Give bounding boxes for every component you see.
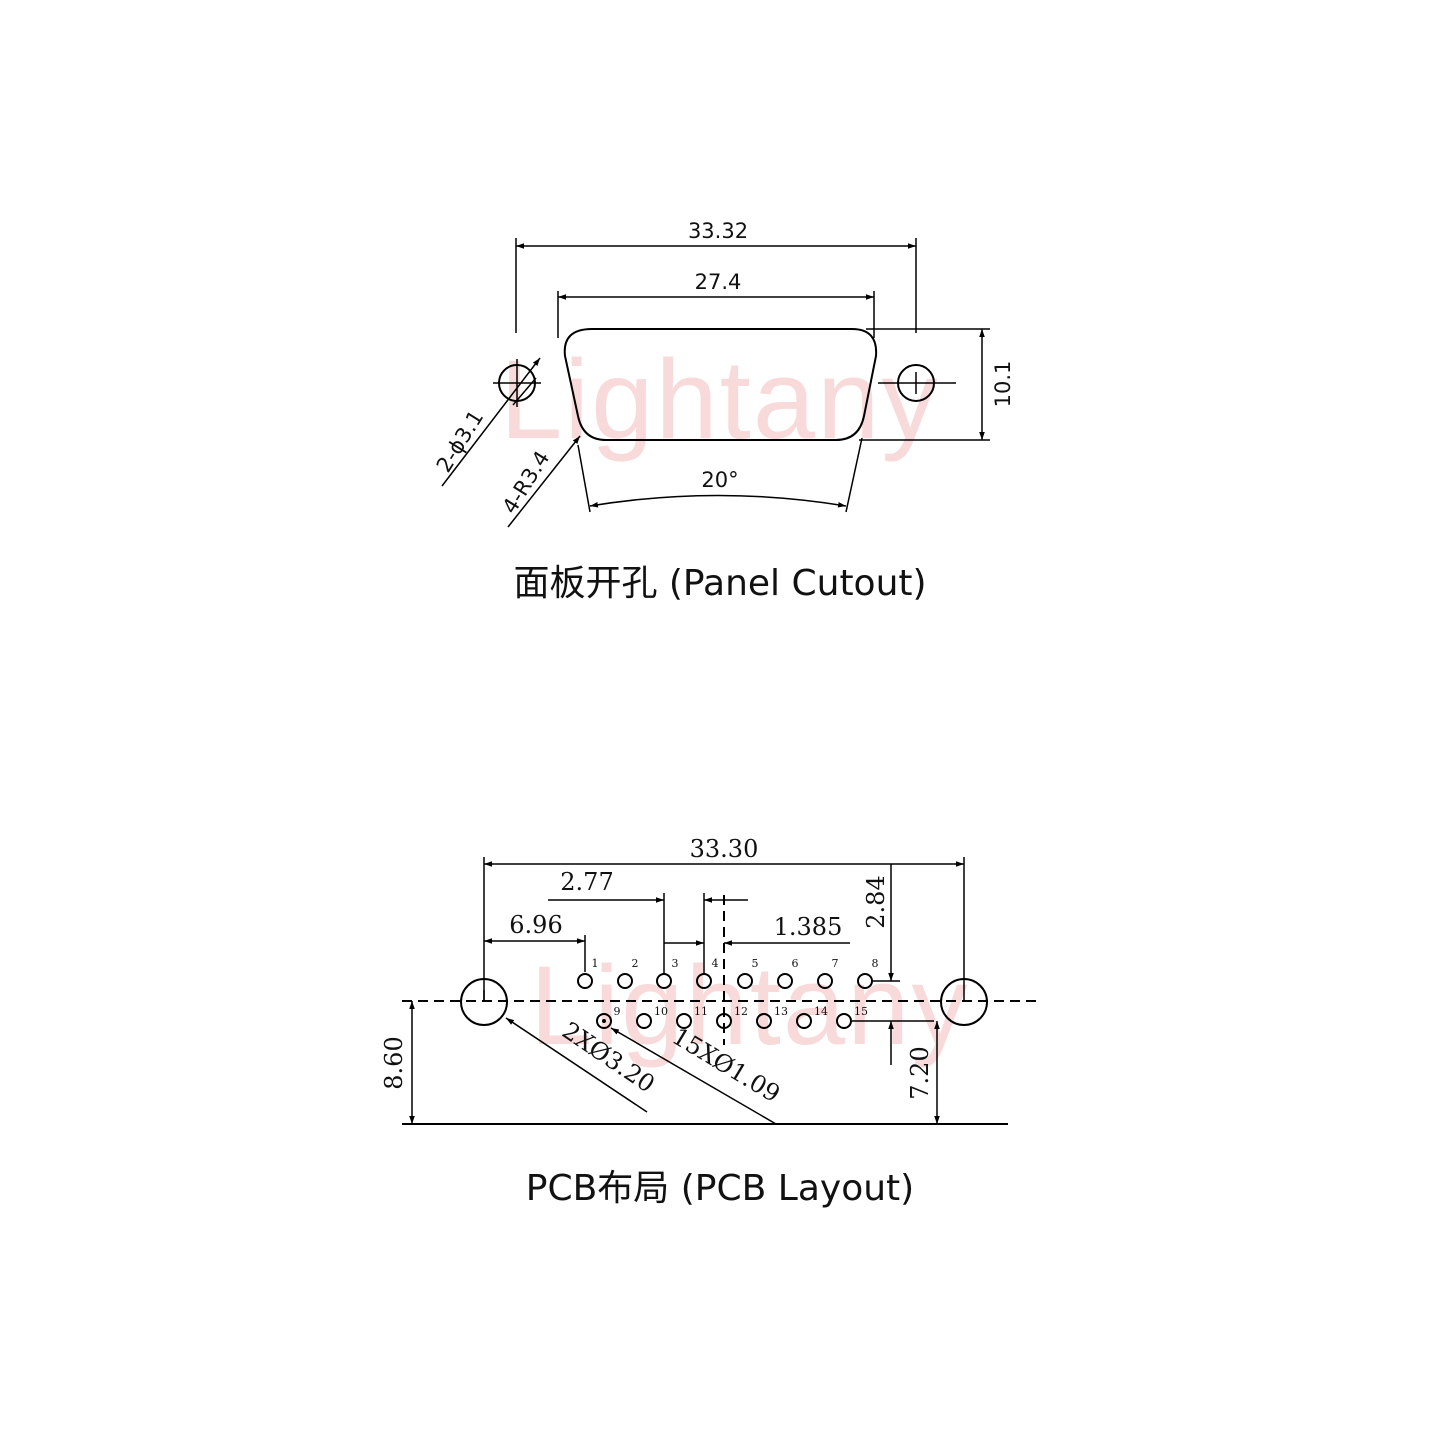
dim-height: 10.1 (991, 361, 1015, 408)
dim-half-pitch: 1.385 (774, 913, 843, 941)
panel-cutout-view: Lightany 33.32 27.4 10.1 20° (432, 219, 1015, 604)
panel-cutout-caption: 面板开孔 (Panel Cutout) (513, 563, 926, 604)
pin-15 (836, 1013, 852, 1029)
pin-label-15: 15 (854, 1005, 868, 1018)
dim-overall-width: 33.32 (688, 219, 748, 243)
pin-label-10: 10 (654, 1005, 668, 1018)
dim-pin-pitch: 2.77 (560, 868, 613, 896)
pin-label-1: 1 (592, 957, 599, 970)
pin-label-4: 4 (712, 957, 719, 970)
pin-7 (817, 973, 833, 989)
dim-row-spacing: 2.84 (862, 875, 890, 928)
pin-label-11: 11 (694, 1005, 708, 1018)
pin-label-9: 9 (614, 1005, 621, 1018)
dim-angle: 20° (701, 468, 738, 492)
pin-label-12: 12 (734, 1005, 748, 1018)
pin-label-5: 5 (752, 957, 759, 970)
pin-label-8: 8 (872, 957, 879, 970)
pin-label-3: 3 (672, 957, 679, 970)
pin-11 (676, 1013, 692, 1029)
pin-12 (716, 1013, 732, 1029)
pin-6 (777, 973, 793, 989)
dim-right-height: 7.20 (906, 1046, 934, 1099)
pin-bottom-row (596, 1013, 852, 1029)
dim-pcb-overall: 33.30 (690, 835, 759, 863)
pin-label-7: 7 (832, 957, 839, 970)
pcb-layout-caption: PCB布局 (PCB Layout) (526, 1168, 914, 1209)
pin-label-2: 2 (632, 957, 639, 970)
pin-label-14: 14 (814, 1005, 828, 1018)
pin-13 (756, 1013, 772, 1029)
dim-left-height: 8.60 (380, 1036, 408, 1089)
watermark-bottom: Lightany (530, 943, 969, 1068)
pin-9 (596, 1013, 612, 1029)
dim-first-pin-offset: 6.96 (509, 911, 562, 939)
pin-2 (617, 973, 633, 989)
pin-5 (737, 973, 753, 989)
d-sub-cutout-outline (563, 328, 878, 441)
dim-body-width: 27.4 (695, 270, 742, 294)
dim-mount-hole: 2-ϕ3.1 (432, 406, 488, 477)
pin-14 (796, 1013, 812, 1029)
pcb-layout-view: Lightany 1 (380, 835, 1040, 1209)
pin-1 (577, 973, 593, 989)
pin-label-6: 6 (792, 957, 799, 970)
pin-10 (636, 1013, 652, 1029)
pin-label-13: 13 (774, 1005, 788, 1018)
